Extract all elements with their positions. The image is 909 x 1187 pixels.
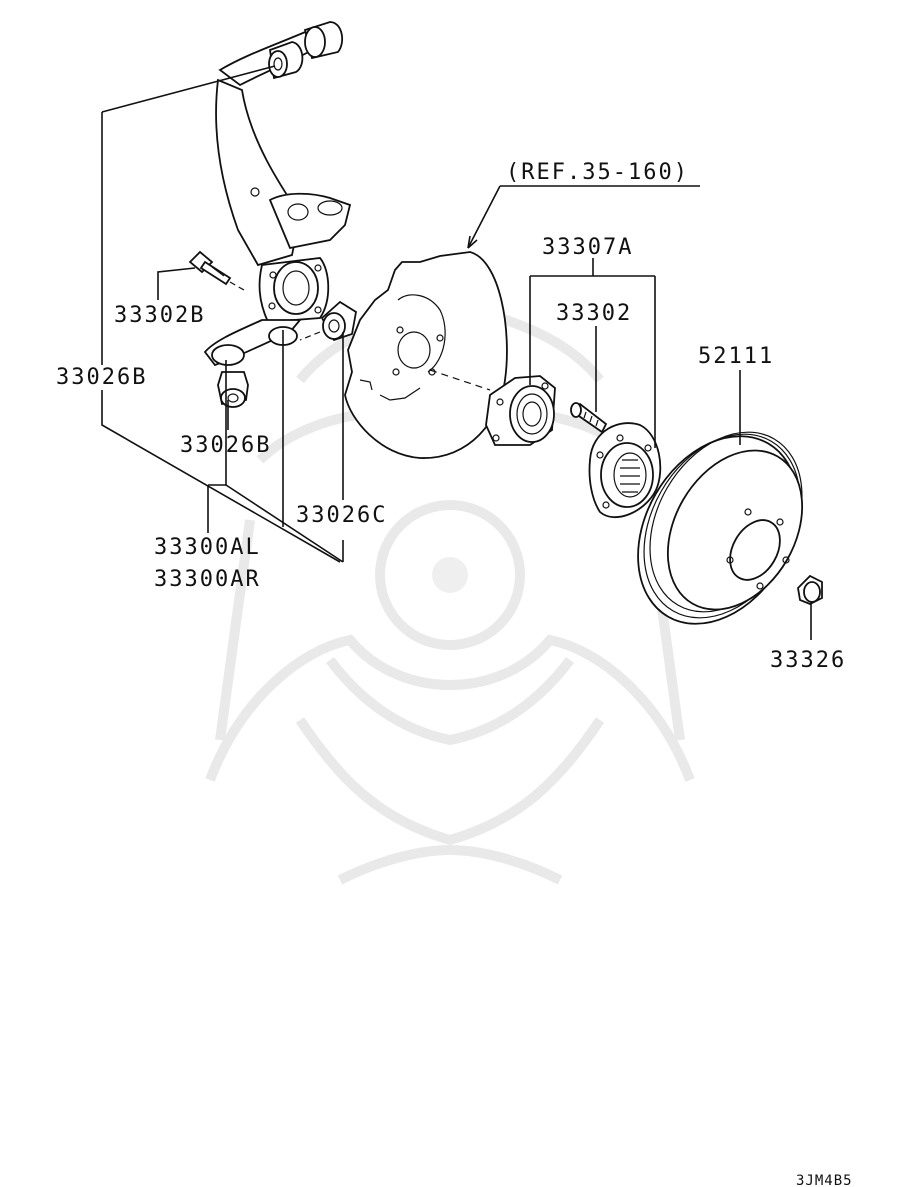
label-33026b-left: 33026B xyxy=(56,365,147,390)
label-33326: 33326 xyxy=(770,648,846,673)
leader-lines xyxy=(101,65,812,640)
cap-33326 xyxy=(797,574,823,605)
brake-disc xyxy=(637,431,804,625)
bolt-33302b xyxy=(188,250,245,291)
label-33026b: 33026B xyxy=(180,433,271,458)
label-52111: 52111 xyxy=(698,344,774,369)
lower-bushing-33026b xyxy=(217,371,249,408)
label-33300ar: 33300AR xyxy=(154,567,261,592)
bushing-33026c xyxy=(299,300,357,342)
hub-flange xyxy=(588,422,662,518)
label-33026c: 33026C xyxy=(296,503,387,528)
hub-bearing xyxy=(485,375,556,446)
diagram-code: 3JM4B5 xyxy=(796,1173,853,1187)
label-33302: 33302 xyxy=(556,301,632,326)
label-33307a: 33307A xyxy=(542,235,633,260)
part-labels: (REF.35-160) 33307A 33302 52111 33302B 3… xyxy=(56,160,853,1187)
dust-shield xyxy=(344,251,508,459)
label-33300al: 33300AL xyxy=(154,535,261,560)
upper-bushing xyxy=(268,21,344,80)
stud-bolt-33302 xyxy=(570,402,608,434)
label-ref: (REF.35-160) xyxy=(506,160,689,185)
label-33302b: 33302B xyxy=(114,303,205,328)
